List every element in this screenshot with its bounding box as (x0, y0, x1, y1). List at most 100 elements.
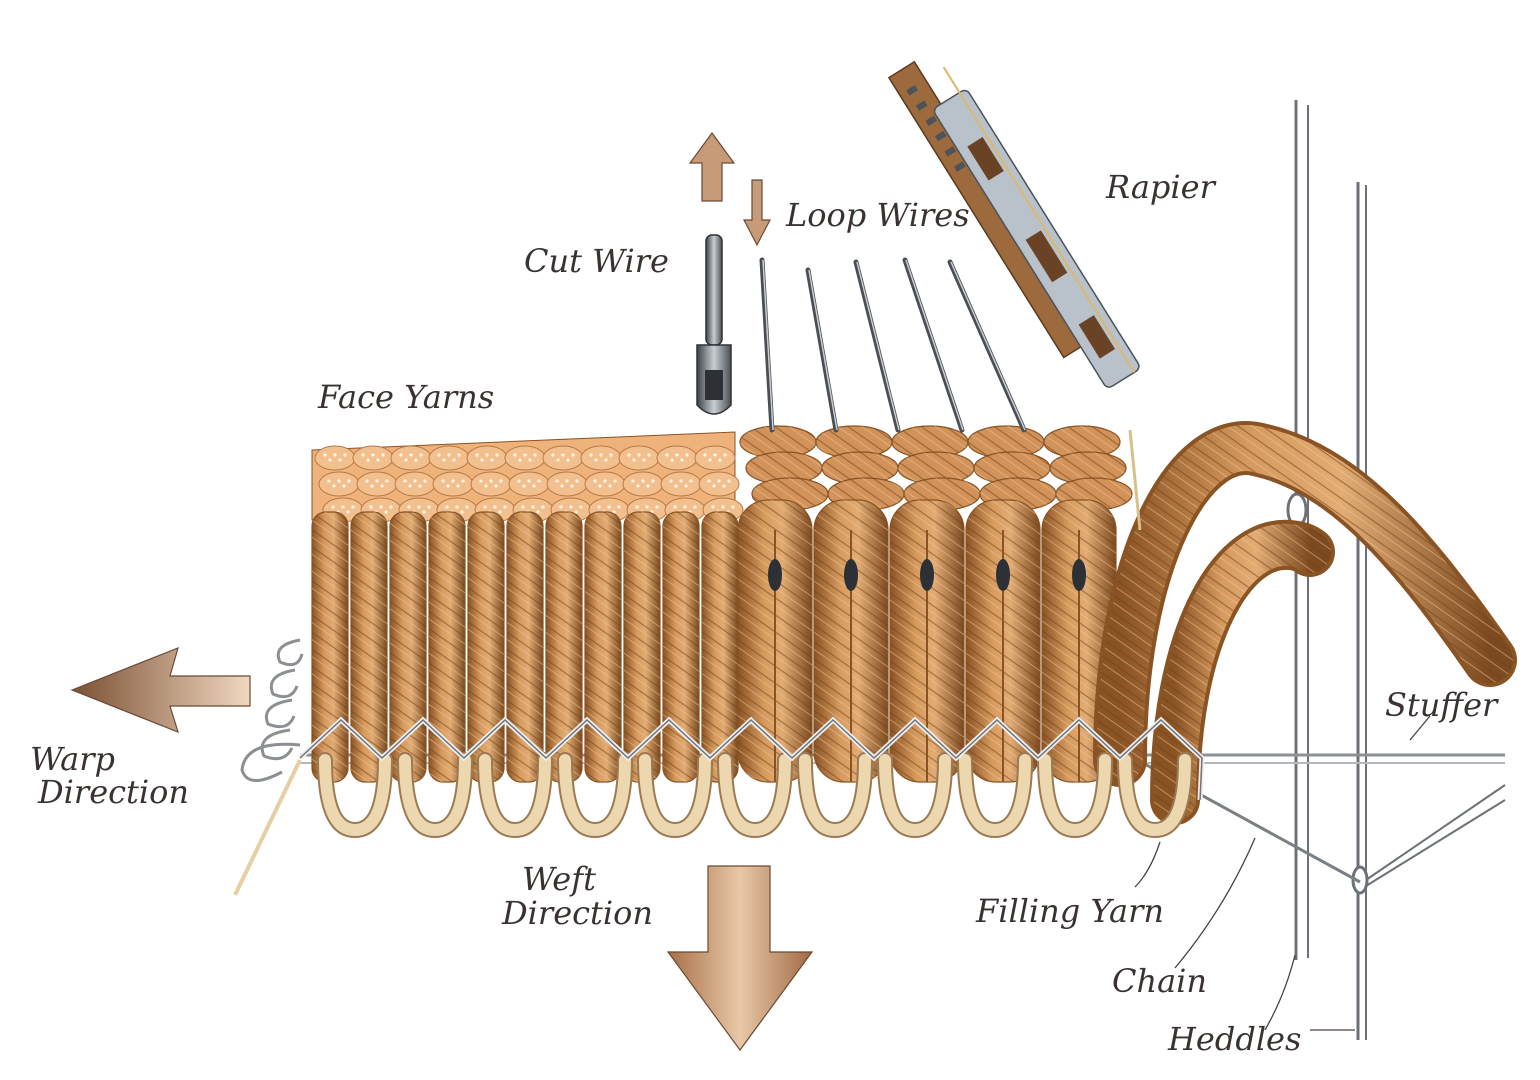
tuft-fiber-dot (627, 453, 631, 457)
tuft-fiber-dot (447, 453, 451, 457)
tuft-fiber-dot (531, 505, 535, 509)
filling-loop (559, 754, 631, 837)
tuft-fiber-dot (379, 505, 383, 509)
tuft-fiber-dot (517, 479, 521, 483)
tuft-fiber-dot (533, 453, 537, 457)
cut-tuft (580, 445, 622, 471)
tuft-fiber-dot (528, 458, 532, 462)
loop-top-twist (1050, 452, 1126, 484)
cut-wire-icon (696, 234, 732, 415)
loop-wire-eye (844, 559, 858, 591)
tuft-fiber-dot (343, 453, 347, 457)
tuft-fiber-dot (332, 484, 336, 488)
tuft-fiber-dot (465, 505, 469, 509)
cut-tuft (432, 471, 474, 497)
tuft-fiber-dot (331, 505, 335, 509)
label-chain: Chain (1112, 962, 1207, 1000)
loop-top-twist (822, 452, 898, 484)
tuft-fiber-dot (731, 505, 735, 509)
tuft-fiber-dot (338, 458, 342, 462)
filling-loop (879, 754, 951, 837)
tuft-fiber-dot (635, 505, 639, 509)
tuft-fiber-dot (680, 458, 684, 462)
tuft-fiber-dot (375, 479, 379, 483)
cut-tuft (622, 471, 664, 497)
tuft-fiber-dot (413, 479, 417, 483)
tuft-fiber-dot (594, 458, 598, 462)
cut-tuft (656, 445, 698, 471)
tuft-fiber-dot (561, 453, 565, 457)
tuft-fiber-dot (522, 484, 526, 488)
cut-tuft (546, 471, 588, 497)
loop-top-twist (968, 426, 1044, 458)
tuft-fiber-dot (655, 505, 659, 509)
tuft-fiber-dot (503, 505, 507, 509)
tuft-fiber-dot (723, 453, 727, 457)
tuft-fiber-dot (371, 453, 375, 457)
tuft-fiber-dot (632, 458, 636, 462)
tuft-fiber-dot (570, 484, 574, 488)
label-stuffer: Stuffer (1385, 686, 1499, 724)
tuft-fiber-dot (603, 479, 607, 483)
cut-tuft (356, 471, 398, 497)
tuft-fiber-dot (571, 453, 575, 457)
loop-wire-highlight (950, 261, 1026, 431)
loop-top-twist (974, 452, 1050, 484)
tuft-fiber-dot (445, 505, 449, 509)
cut-tuft (508, 471, 550, 497)
tuft-fiber-dot (613, 479, 617, 483)
cut-tuft (466, 445, 508, 471)
tuft-fiber-dot (437, 453, 441, 457)
tuft-fiber-dot (670, 458, 674, 462)
tuft-fiber-dot (707, 479, 711, 483)
label-weft-direction-1: Weft (522, 860, 596, 898)
loop-wire-highlight (856, 261, 900, 431)
cut-tuft (390, 445, 432, 471)
cut-tuft (504, 445, 546, 471)
label-rapier: Rapier (1105, 168, 1217, 206)
tuft-fiber-dot (489, 479, 493, 483)
loop-top-twist (1044, 426, 1120, 458)
rapier-icon (887, 60, 1140, 388)
tuft-fiber-dot (370, 484, 374, 488)
tuft-fiber-dot (651, 479, 655, 483)
tuft-fiber-dot (685, 453, 689, 457)
tuft-fiber-dot (599, 453, 603, 457)
tuft-fiber-dot (380, 484, 384, 488)
cut-tuft (542, 445, 584, 471)
arrow-left-icon (70, 646, 251, 734)
tuft-fiber-dot (513, 453, 517, 457)
arrow-up-down-icon (688, 131, 771, 247)
tuft-fiber-dot (541, 505, 545, 509)
tuft-fiber-dot (483, 505, 487, 509)
loop-wires (759, 257, 1027, 433)
tuft-fiber-dot (560, 484, 564, 488)
filling-yarn-loops (317, 752, 1193, 839)
loop-wire (947, 259, 1027, 433)
cut-pile-twist (702, 512, 738, 782)
tuft-fiber-dot (645, 505, 649, 509)
tuft-fiber-dot (669, 479, 673, 483)
cut-tuft (428, 445, 470, 471)
tuft-fiber-dot (485, 453, 489, 457)
rapier-filling-thread (1128, 429, 1142, 531)
tuft-fiber-dot (574, 510, 578, 514)
tuft-fiber-dot (722, 484, 726, 488)
tuft-fiber-dot (636, 484, 640, 488)
tuft-fiber-dot (399, 453, 403, 457)
label-heddles: Heddles (1167, 1020, 1301, 1058)
tuft-fiber-dot (711, 505, 715, 509)
chain-yarn (1109, 743, 1361, 884)
loop-wire-eye (768, 559, 782, 591)
tuft-fiber-dot (456, 484, 460, 488)
loop-wire (853, 259, 901, 433)
cut-pile-twist (546, 512, 582, 782)
loop-wire (902, 257, 965, 433)
cut-pile-twist (429, 512, 465, 782)
tuft-fiber-dot (366, 458, 370, 462)
tuft-fiber-dot (418, 484, 422, 488)
tuft-fiber-dot (423, 479, 427, 483)
tuft-fiber-dot (556, 458, 560, 462)
